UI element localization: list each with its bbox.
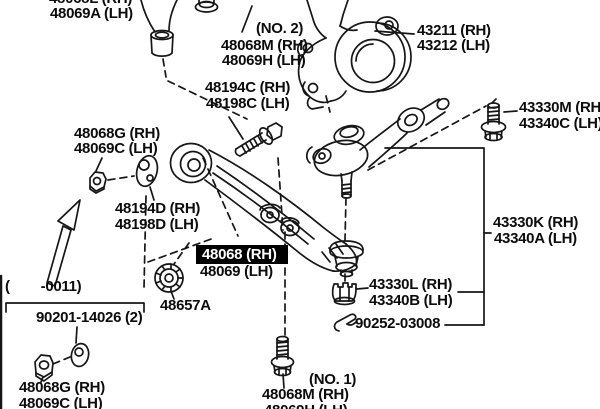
part-label-48068-rh-highlighted[interactable]: 48068 (RH) — [196, 245, 288, 264]
part-label-48198d-lh[interactable]: 48198D (LH) — [115, 216, 199, 233]
upper-mount-bolt-drawing — [194, 0, 219, 13]
part-label-48069h-lh-no1[interactable]: 48069H (LH) — [264, 403, 348, 409]
annotation-no1: (NO. 1) — [309, 371, 357, 388]
washer-drawing — [70, 342, 90, 368]
serial-bracket — [5, 302, 145, 313]
part-label-48069h-lh-no2[interactable]: 48069H (LH) — [222, 52, 306, 69]
link-nut-drawing — [89, 171, 107, 194]
part-label-48068g-rh[interactable]: 48068G (RH) — [74, 125, 160, 142]
annotation-no2: (NO. 2) — [256, 20, 304, 37]
stabilizer-link-drawing — [140, 0, 178, 57]
part-label-48068g-rh-lower[interactable]: 48068G (RH) — [19, 379, 105, 396]
part-label-48069c-lh[interactable]: 48069C (LH) — [74, 140, 158, 157]
right-bracket — [384, 147, 492, 326]
camber-bolt-drawing — [234, 122, 283, 157]
part-label-48198c-lh[interactable]: 48198C (LH) — [206, 95, 290, 112]
part-label-43212-lh[interactable]: 43212 (LH) — [417, 37, 490, 54]
part-label-48068m-rh-no2[interactable]: 48068M (RH) — [221, 37, 308, 54]
part-label-90252-03008[interactable]: 90252-03008 — [355, 315, 441, 332]
part-label-48069c-lh-lower[interactable]: 48069C (LH) — [19, 395, 103, 409]
arm-front-bolt-drawing — [270, 335, 295, 377]
part-label-43340c-lh[interactable]: 43340C (LH) — [519, 115, 600, 132]
part-label-43330l-rh[interactable]: 43330L (RH) — [369, 276, 453, 293]
ball-joint-bolt-drawing — [480, 98, 507, 142]
projection-dashed-lines — [52, 58, 487, 365]
part-label-43211-rh[interactable]: 43211 (RH) — [417, 22, 491, 39]
part-label-48069-lh[interactable]: 48069 (LH) — [200, 263, 273, 280]
steering-knuckle-drawing — [297, 0, 412, 110]
part-label-48068m-rh-no1[interactable]: 48068M (RH) — [262, 386, 349, 403]
part-label-48194d-rh[interactable]: 48194D (RH) — [115, 200, 201, 217]
castle-nut-drawing — [331, 282, 357, 306]
part-label-90201-14026[interactable]: 90201-14026 (2) — [36, 309, 143, 326]
part-label-43340b-lh[interactable]: 43340B (LH) — [369, 292, 453, 309]
lower-nut-drawing — [34, 354, 54, 382]
part-label-48069a-lh[interactable]: 48069A (LH) — [50, 5, 133, 22]
leader-lines — [40, 5, 518, 389]
variant-arrow — [46, 199, 81, 287]
part-label-43330k-rh[interactable]: 43330K (RH) — [493, 214, 579, 231]
part-label-48657a[interactable]: 48657A — [160, 297, 211, 314]
part-label-48194c-rh[interactable]: 48194C (RH) — [205, 79, 291, 96]
camber-cam-washer-drawing — [135, 154, 159, 188]
cotter-pin-drawing — [333, 313, 357, 332]
part-label-43330m-rh[interactable]: 43330M (RH) — [519, 99, 600, 116]
annotation-serial-range: ( -0011) — [5, 278, 82, 295]
part-label-43340a-lh[interactable]: 43340A (LH) — [494, 230, 577, 247]
part-label-48068l-rh[interactable]: 48068L (RH) — [49, 0, 132, 6]
arm-ball-socket-drawing — [329, 240, 364, 278]
collar-bushing-drawing — [154, 263, 184, 293]
